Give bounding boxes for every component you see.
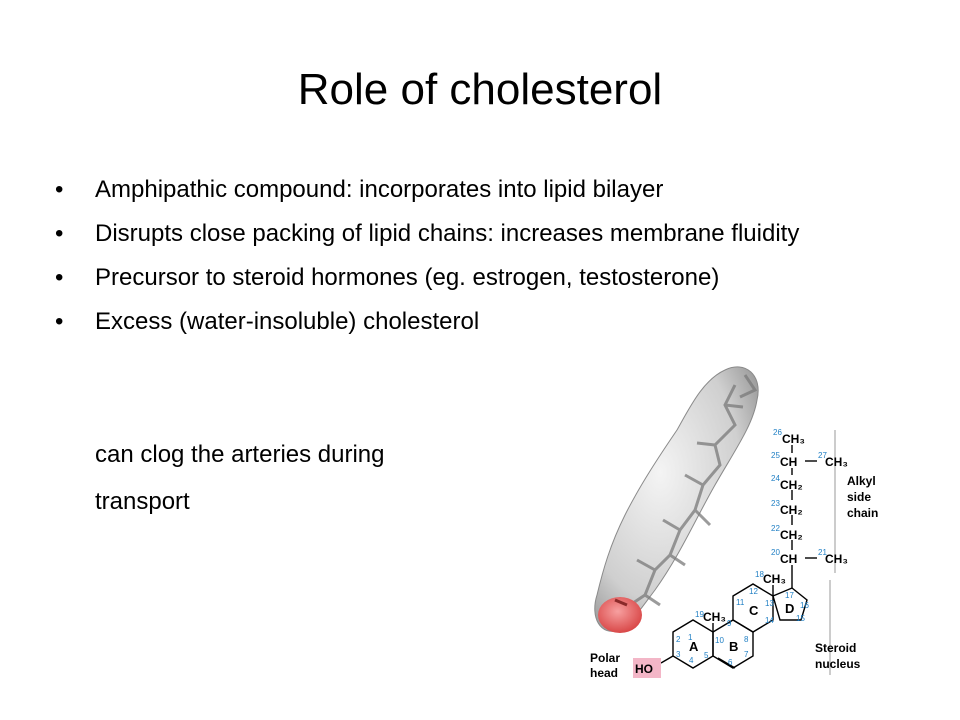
ring-num-1: 1 xyxy=(688,633,693,642)
label-ch-25: CH xyxy=(780,455,797,469)
formula-labels: CH₃ CH CH₃ CH₂ CH₂ CH₂ CH CH₃ CH₃ CH₃ HO… xyxy=(590,432,878,680)
num-20: 20 xyxy=(771,548,780,557)
num-18: 18 xyxy=(755,570,764,579)
label-ch3-21: CH₃ xyxy=(825,552,848,566)
bullet-item: Disrupts close packing of lipid chains: … xyxy=(55,219,885,249)
label-ch3-18: CH₃ xyxy=(763,572,786,586)
label-nucleus: nucleus xyxy=(815,657,861,671)
ring-num-15: 15 xyxy=(796,614,805,623)
bullet-continuation: can clog the arteries during xyxy=(95,441,385,468)
label-ch3-26: CH₃ xyxy=(782,432,805,446)
molecule-skeleton xyxy=(629,374,758,607)
ring-num-2: 2 xyxy=(676,635,681,644)
cholesterol-structure-diagram: CH₃ CH CH₃ CH₂ CH₂ CH₂ CH CH₃ CH₃ CH₃ HO… xyxy=(590,366,878,680)
polar-head-oxygen xyxy=(598,597,642,633)
ring-num-17: 17 xyxy=(785,591,794,600)
label-ch2-23: CH₂ xyxy=(780,503,803,517)
ring-num-5: 5 xyxy=(704,651,709,660)
num-23: 23 xyxy=(771,499,780,508)
bullet-item: Excess (water-insoluble) cholesterol xyxy=(55,307,885,337)
ring-num-8: 8 xyxy=(744,635,749,644)
num-19: 19 xyxy=(695,610,704,619)
ring-num-14: 14 xyxy=(765,616,774,625)
ring-num-3: 3 xyxy=(676,650,681,659)
num-27: 27 xyxy=(818,451,827,460)
ring-num-6: 6 xyxy=(728,658,733,667)
label-ch2-22: CH₂ xyxy=(780,528,803,542)
label-side: side xyxy=(847,490,871,504)
ring-c xyxy=(732,583,774,633)
label-ch2-24: CH₂ xyxy=(780,478,803,492)
hydroxyl-bond xyxy=(614,598,628,607)
num-22: 22 xyxy=(771,524,780,533)
ring-num-7: 7 xyxy=(744,650,749,659)
label-ho: HO xyxy=(635,662,653,676)
label-head: head xyxy=(590,666,618,680)
ring-num-10: 10 xyxy=(715,636,724,645)
ring-num-4: 4 xyxy=(689,656,694,665)
label-ch3-19: CH₃ xyxy=(703,610,726,624)
cholesterol-figure: CH₃ CH CH₃ CH₂ CH₂ CH₂ CH CH₃ CH₃ CH₃ HO… xyxy=(585,355,960,720)
ring-num-12: 12 xyxy=(749,587,758,596)
num-21: 21 xyxy=(818,548,827,557)
num-24: 24 xyxy=(771,474,780,483)
num-26: 26 xyxy=(773,428,782,437)
label-polar: Polar xyxy=(590,651,620,665)
bond-ho xyxy=(660,655,674,664)
ho-highlight xyxy=(633,658,661,678)
label-alkyl: Alkyl xyxy=(847,474,876,488)
ring-label-c: C xyxy=(749,603,759,618)
label-chain: chain xyxy=(847,506,878,520)
ring-d xyxy=(772,587,808,621)
slide-title: Role of cholesterol xyxy=(297,65,663,114)
space-filling-model xyxy=(594,366,759,633)
double-bond-5-6 xyxy=(717,657,736,669)
label-ch3-27: CH₃ xyxy=(825,455,848,469)
label-ch-20: CH xyxy=(780,552,797,566)
num-25: 25 xyxy=(771,451,780,460)
ring-label-a: A xyxy=(689,639,699,654)
bullet-item: Amphipathic compound: incorporates into … xyxy=(55,175,885,205)
ring-label-b: B xyxy=(729,639,738,654)
bullet-item: Precursor to steroid hormones (eg. estro… xyxy=(55,263,885,293)
structural-formula xyxy=(660,430,836,675)
ring-num-11: 11 xyxy=(736,598,745,607)
ring-num-16: 16 xyxy=(800,601,809,610)
ring-label-d: D xyxy=(785,601,794,616)
ring-num-13: 13 xyxy=(765,599,774,608)
ring-num-9: 9 xyxy=(727,619,732,628)
bullet-list: Amphipathic compound: incorporates into … xyxy=(55,175,885,351)
bullet-continuation: transport xyxy=(95,488,190,515)
label-steroid: Steroid xyxy=(815,641,856,655)
atom-numbers: 26 25 27 24 23 22 20 21 18 19 1 2 3 4 5 … xyxy=(676,428,827,667)
